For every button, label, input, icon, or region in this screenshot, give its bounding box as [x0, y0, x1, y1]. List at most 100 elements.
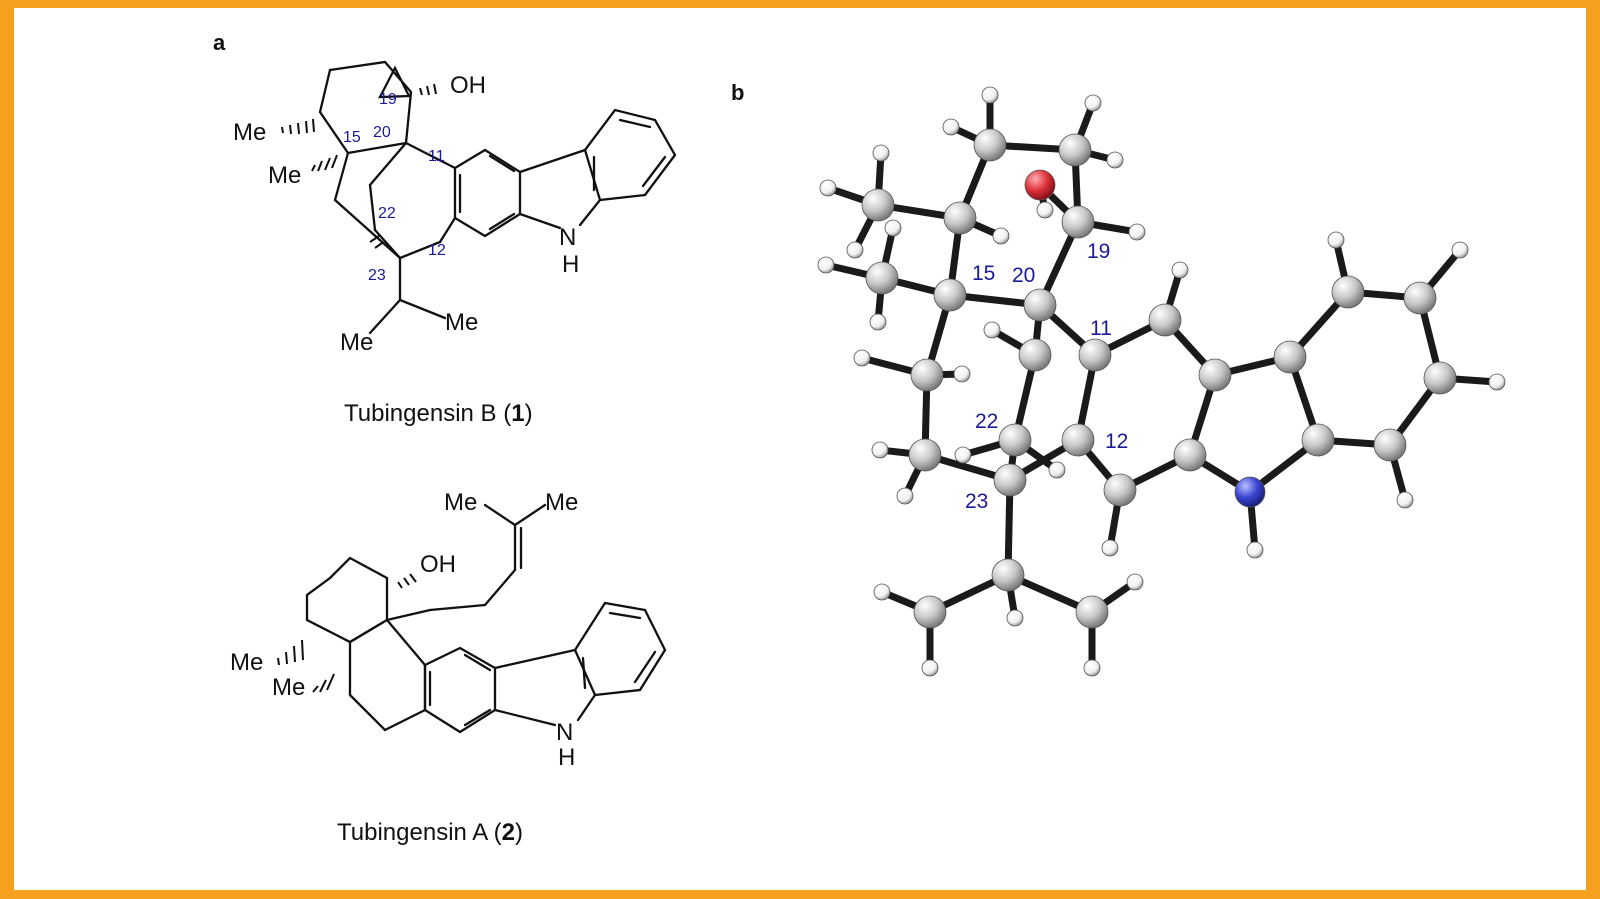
- crystal-structure-numbering: 19 15 20 11 22 12 23: [965, 240, 1128, 513]
- oh-label: OH: [420, 551, 456, 578]
- carbon-atom: [1058, 133, 1092, 167]
- nitrogen-label: N: [559, 224, 576, 251]
- atom-number-20: 20: [373, 124, 391, 141]
- atom-number-19: 19: [379, 91, 397, 108]
- carbon-atom: [1018, 338, 1052, 372]
- carbon-atom: [1273, 340, 1307, 374]
- hydrogen-atom: [846, 241, 864, 259]
- carbon-atom: [861, 188, 895, 222]
- hydrogen-atom: [817, 256, 835, 274]
- atom-number-22: 22: [975, 410, 998, 433]
- atom-number-12: 12: [428, 242, 446, 259]
- atom-number-12: 12: [1105, 430, 1128, 453]
- methyl-label: Me: [444, 489, 477, 516]
- carbon-atom: [993, 463, 1027, 497]
- hydrogen-atom: [1083, 659, 1101, 677]
- carbon-atom: [913, 595, 947, 629]
- hydrogen-atom: [896, 487, 914, 505]
- carbon-atom: [865, 261, 899, 295]
- methyl-label: Me: [445, 309, 478, 336]
- hydrogen-atom: [1036, 201, 1054, 219]
- compound-1-number: 1: [511, 400, 524, 427]
- methyl-label: Me: [545, 489, 578, 516]
- hydrogen-atom: [853, 349, 871, 367]
- hydrogen-atom: [983, 321, 1001, 339]
- atom-number-19: 19: [1087, 240, 1110, 263]
- hydrogen-atom: [1488, 373, 1506, 391]
- carbon-atom: [908, 438, 942, 472]
- atom-number-11: 11: [428, 148, 445, 165]
- oxygen-atom: [1024, 169, 1056, 201]
- hydrogen-atom: [1106, 151, 1124, 169]
- atom-number-15: 15: [972, 262, 995, 285]
- carbon-atom: [1148, 303, 1182, 337]
- carbon-atom: [998, 423, 1032, 457]
- carbon-atom: [1423, 361, 1457, 395]
- hydrogen-atom: [1246, 541, 1264, 559]
- hydrogen-atom: [953, 365, 971, 383]
- hydrogen-atom: [992, 227, 1010, 245]
- chemistry-figure: a b OH: [213, 30, 1506, 846]
- hydrogen-atom: [1128, 223, 1146, 241]
- panel-b-label: b: [731, 80, 744, 105]
- crystal-structure-model: [817, 86, 1506, 677]
- carbon-atom: [933, 278, 967, 312]
- compound-2-name: Tubingensin A: [337, 819, 488, 846]
- hydrogen-atom: [1048, 461, 1066, 479]
- carbon-atom: [1198, 358, 1232, 392]
- carbon-atom: [1173, 438, 1207, 472]
- carbon-atom: [991, 558, 1025, 592]
- carbon-atom: [1075, 595, 1109, 629]
- hydrogen-atom: [954, 446, 972, 464]
- carbon-atom: [1403, 281, 1437, 315]
- carbon-atom: [1023, 288, 1057, 322]
- compound-2-caption: Tubingensin A (2): [337, 819, 523, 846]
- nitrogen-atom: [1234, 476, 1266, 508]
- carbon-atom: [1301, 423, 1335, 457]
- methyl-label: Me: [340, 329, 373, 356]
- methyl-label: Me: [230, 649, 263, 676]
- hydrogen-atom: [869, 313, 887, 331]
- hydrogen-atom: [873, 583, 891, 601]
- compound-1-caption: Tubingensin B (1): [344, 400, 533, 427]
- hydrogen-atom: [1327, 231, 1345, 249]
- atom-number-15: 15: [343, 129, 361, 146]
- hydrogen-atom: [819, 179, 837, 197]
- hydrogen-atom: [872, 144, 890, 162]
- hydrogen-atom: [921, 659, 939, 677]
- carbon-atom: [973, 128, 1007, 162]
- tubingensin-a-structure: Me Me OH Me Me N H: [230, 489, 667, 771]
- carbon-atom: [1061, 423, 1095, 457]
- atom-number-20: 20: [1012, 264, 1035, 287]
- hydrogen-atom: [1451, 241, 1469, 259]
- methyl-label: Me: [233, 119, 266, 146]
- atom-number-22: 22: [378, 205, 396, 222]
- atom-number-11: 11: [1090, 317, 1112, 340]
- carbon-atom: [910, 358, 944, 392]
- hydrogen-atom: [1006, 609, 1024, 627]
- atom-number-23: 23: [965, 490, 988, 513]
- figure-panel: a b OH: [14, 8, 1586, 890]
- nh-hydrogen-label: H: [562, 251, 579, 278]
- panel-a-label: a: [213, 30, 226, 55]
- carbon-atom: [1331, 275, 1365, 309]
- hydrogen-atom: [942, 118, 960, 136]
- hydrogen-atom: [871, 441, 889, 459]
- carbon-atom: [1078, 338, 1112, 372]
- carbon-atom: [1373, 428, 1407, 462]
- carbon-atom: [1061, 205, 1095, 239]
- hydrogen-atom: [1101, 539, 1119, 557]
- compound-1-name: Tubingensin B: [344, 400, 497, 427]
- hydrogen-atom: [1084, 94, 1102, 112]
- compound-2-number: 2: [502, 819, 515, 846]
- methyl-label: Me: [272, 674, 305, 701]
- oh-label: OH: [450, 72, 486, 99]
- nh-hydrogen-label: H: [558, 744, 575, 771]
- hydrogen-atom: [1171, 261, 1189, 279]
- carbon-atom: [1103, 473, 1137, 507]
- methyl-label: Me: [268, 162, 301, 189]
- atom-number-23: 23: [368, 267, 386, 284]
- tubingensin-b-structure: OH Me Me Me Me N H 19 15 20 11 22 12 23: [233, 60, 677, 356]
- hydrogen-atom: [1396, 491, 1414, 509]
- hydrogen-atom: [884, 219, 902, 237]
